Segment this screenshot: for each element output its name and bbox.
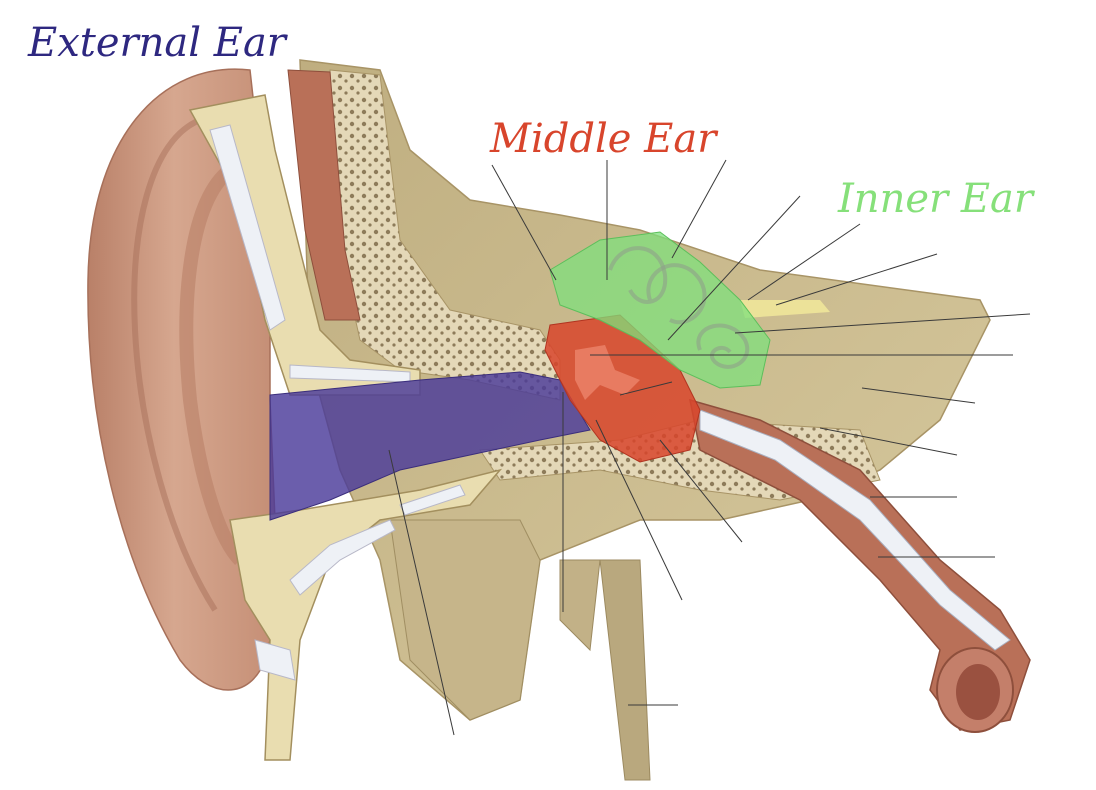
leader-line (819, 427, 958, 456)
leader-line (747, 223, 861, 301)
leader-line (775, 253, 938, 306)
leader-line (734, 313, 1031, 334)
mastoid-process (559, 559, 601, 652)
styloid-process (599, 559, 651, 781)
cochlea-spiral (696, 323, 750, 369)
eustachian-tube-lining (699, 409, 1011, 651)
leader-line (671, 159, 727, 259)
cartilage-strip-3 (289, 519, 396, 596)
middle-ear-label: Middle Ear (489, 116, 719, 162)
cartilage-strip-1 (209, 124, 286, 331)
leader-line (388, 449, 455, 736)
external-ear-label: External Ear (27, 20, 289, 66)
leader-line (595, 419, 683, 601)
muscle-band (287, 69, 361, 321)
leader-line (861, 387, 976, 404)
auricle-fold (131, 117, 218, 612)
semicircular-canal-2 (646, 263, 707, 325)
leader-line (619, 381, 673, 396)
semicircular-canal-1 (608, 246, 668, 304)
leader-line (659, 439, 743, 543)
bone-lower-lobe (389, 519, 541, 721)
leader-line (667, 195, 801, 341)
vestibulocochlear-nerve (740, 300, 830, 318)
leader-lines (388, 159, 1031, 736)
auricle-inner (179, 164, 246, 565)
ossicle-shape (575, 345, 640, 400)
external-ear-region (269, 371, 591, 521)
leader-line (491, 164, 557, 281)
cartilage-strip-4 (254, 639, 296, 681)
inner-ear-label: Inner Ear (837, 176, 1036, 222)
eustachian-tube-lumen (956, 664, 1000, 720)
